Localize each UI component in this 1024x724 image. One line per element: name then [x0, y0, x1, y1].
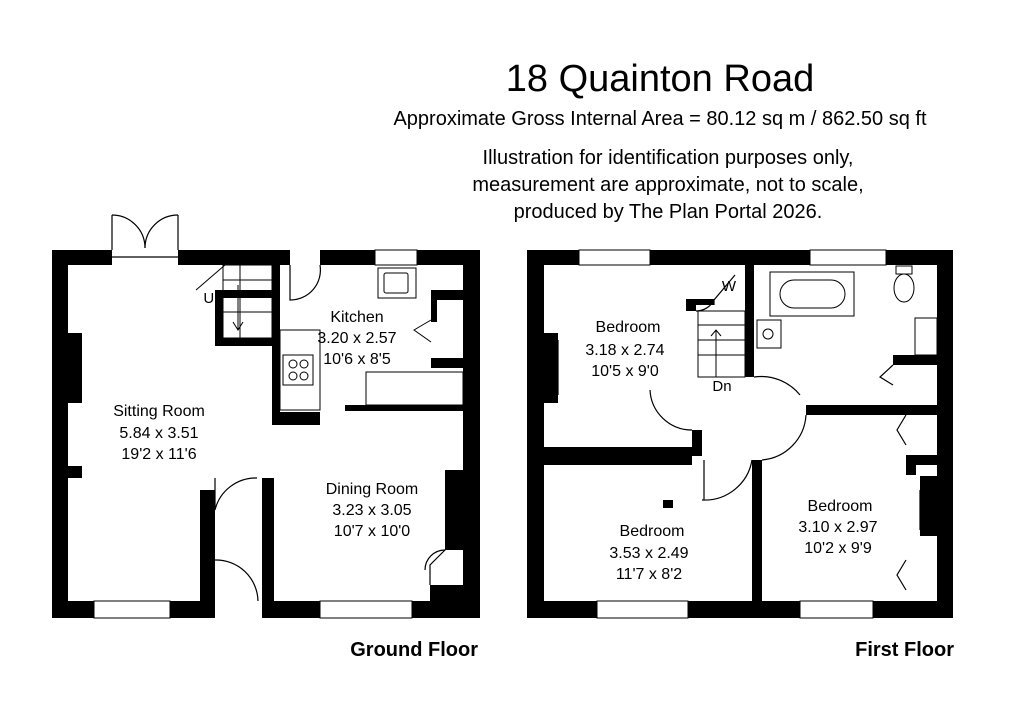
room-imperial-dining: 10'7 x 10'0 — [334, 523, 410, 540]
disclaimer-line: measurement are approximate, not to scal… — [472, 174, 864, 196]
ground-floor-plan: Up Kitchen 3.20 x 2.57 10'6 x 8'5 Sittin… — [52, 214, 480, 661]
room-name-bedroom-2: Bedroom — [620, 523, 685, 540]
room-name-dining: Dining Room — [326, 481, 418, 498]
ground-floor-walls — [52, 250, 480, 618]
disclaimer-line: produced by The Plan Portal 2026. — [513, 201, 823, 223]
room-metric-kitchen: 3.20 x 2.57 — [317, 330, 396, 347]
room-metric-dining: 3.23 x 3.05 — [332, 502, 411, 519]
room-imperial-sitting: 19'2 x 11'6 — [121, 446, 196, 463]
room-imperial-kitchen: 10'6 x 8'5 — [323, 351, 391, 368]
room-metric-bedroom-2: 3.53 x 2.49 — [609, 545, 688, 562]
cupboard-door-icon — [429, 547, 448, 585]
room-name-bedroom-3: Bedroom — [808, 498, 873, 515]
french-doors-icon — [111, 214, 179, 258]
stair-down-label: Dn — [712, 378, 731, 395]
first-floor-walls — [527, 250, 953, 618]
plan-title: 18 Quainton Road — [505, 58, 815, 100]
first-floor-windows — [578, 249, 887, 619]
disclaimer-line: Illustration for identification purposes… — [482, 147, 854, 169]
first-floor-doors — [557, 274, 921, 591]
room-imperial-bedroom-2: 11'7 x 8'2 — [616, 566, 682, 583]
room-imperial-bedroom-1: 10'5 x 9'0 — [591, 363, 659, 380]
gross-area: Approximate Gross Internal Area = 80.12 … — [393, 108, 927, 130]
ground-floor-label: Ground Floor — [350, 639, 478, 661]
room-metric-sitting: 5.84 x 3.51 — [119, 425, 198, 442]
room-name-kitchen: Kitchen — [330, 309, 383, 326]
first-floor-stairs — [697, 310, 746, 378]
ground-floor-windows — [93, 249, 418, 619]
ground-floor-stairs — [195, 264, 273, 339]
first-floor-plan: W Dn Bedroom 3.18 x 2.74 10'5 x 9'0 Bedr… — [527, 249, 954, 661]
stair-up-label: Up — [203, 290, 222, 307]
room-imperial-bedroom-3: 10'2 x 9'9 — [804, 540, 872, 557]
wardrobe-label: W — [722, 278, 737, 295]
ground-floor-doors — [214, 264, 446, 602]
room-name-bedroom-1: Bedroom — [596, 319, 661, 336]
first-floor-label: First Floor — [855, 639, 954, 661]
room-name-sitting: Sitting Room — [113, 403, 205, 420]
room-metric-bedroom-3: 3.10 x 2.97 — [798, 519, 877, 536]
kitchen-fittings — [279, 267, 464, 530]
room-metric-bedroom-1: 3.18 x 2.74 — [585, 342, 664, 359]
bathroom-fittings — [756, 265, 938, 356]
